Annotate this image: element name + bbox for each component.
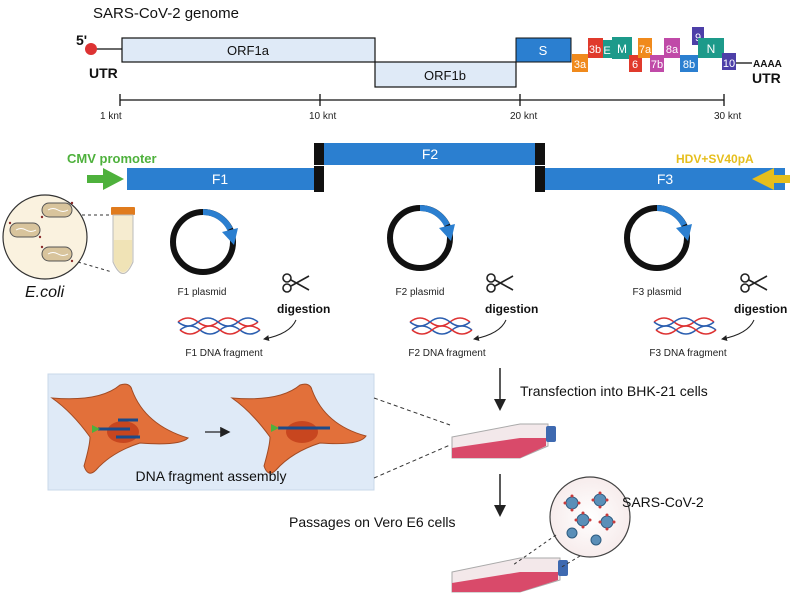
f2-plasmid-icon	[387, 205, 455, 271]
cell-icon-2	[230, 383, 367, 474]
s-label: S	[539, 43, 548, 58]
scale-label-20: 20 knt	[510, 111, 537, 122]
orf1b-box	[374, 61, 517, 88]
s-box	[515, 37, 572, 63]
genome-title: SARS-CoV-2 genome	[93, 5, 239, 22]
assembly-label: DNA fragment assembly	[136, 468, 287, 484]
dna-helix-icon-3	[653, 317, 717, 335]
hdv-label: HDV+SV40pA	[676, 152, 754, 166]
f2-f3-junction-high	[535, 143, 545, 165]
orf7a-label: 7a	[639, 44, 652, 56]
utr-right-label: UTR	[752, 70, 781, 86]
f1-fragment-label: F1 DNA fragment	[185, 348, 262, 359]
f3-bar	[545, 168, 785, 190]
scissors-icon-2	[486, 273, 514, 293]
cmv-arrow	[87, 168, 124, 190]
scale-label-1: 1 knt	[100, 111, 122, 122]
orf7b-box	[650, 55, 664, 72]
utr-left-label: UTR	[89, 65, 118, 81]
f2-label: F2	[422, 146, 439, 162]
transfection-label: Transfection into BHK-21 cells	[520, 383, 708, 399]
f1-bar	[127, 168, 315, 190]
f2-fragment-label: F2 DNA fragment	[408, 348, 485, 359]
ecoli-dash-bottom	[77, 261, 113, 273]
orf8a-box	[664, 38, 680, 58]
m-label: M	[617, 42, 627, 56]
virus-dash-right	[559, 555, 581, 569]
f3-plasmid-label: F3 plasmid	[633, 287, 682, 298]
ecoli-label: E.coli	[25, 284, 65, 301]
orf3a-label: 3a	[574, 59, 587, 71]
bacterium-icon	[8, 201, 74, 263]
orf8b-box	[680, 55, 698, 72]
assembly-dash-bottom	[373, 444, 451, 479]
digestion-label-2: digestion	[485, 302, 538, 316]
five-prime-label: 5'	[76, 32, 87, 48]
virus-bubble	[549, 476, 631, 558]
orf3b-box	[588, 38, 603, 58]
cell-icon-1	[50, 383, 189, 474]
orf7a-box	[638, 38, 652, 58]
orf3b-label: 3b	[589, 44, 601, 56]
orf7b-label: 7b	[651, 59, 663, 71]
orf3a-box	[572, 54, 588, 72]
orf10-box	[722, 53, 736, 70]
digestion-arrow-3	[721, 319, 755, 342]
cmv-label: CMV promoter	[67, 151, 157, 166]
passages-label: Passages on Vero E6 cells	[289, 514, 456, 530]
assembly-dash-top	[373, 397, 451, 426]
dna-helix-icon-1	[177, 317, 261, 335]
orf1a-box	[121, 37, 376, 63]
f3-plasmid-icon	[624, 205, 692, 271]
scissors-icon-1	[282, 273, 310, 293]
cap-dot	[85, 43, 97, 55]
orf1a-label: ORF1a	[227, 43, 270, 58]
f3-fragment-label: F3 DNA fragment	[649, 348, 726, 359]
virus-dash-left	[512, 534, 557, 566]
n-box	[698, 38, 724, 58]
f2-f3-junction-low	[535, 166, 545, 192]
scale-label-10: 10 knt	[309, 111, 336, 122]
orf6-label: 6	[632, 59, 638, 71]
f2-plasmid-label: F2 plasmid	[396, 287, 445, 298]
f2-bar	[324, 143, 535, 165]
n-label: N	[707, 42, 716, 56]
orf8b-label: 8b	[683, 59, 695, 71]
m-box	[612, 37, 632, 59]
culture-flask-icon-2	[451, 557, 568, 593]
orf10-label: 10	[723, 58, 735, 70]
e-box	[603, 40, 612, 58]
f3-label: F3	[657, 171, 674, 187]
virus-spike-icon	[563, 491, 616, 531]
culture-tube-icon	[111, 207, 135, 274]
orf6-box	[629, 55, 642, 72]
polya-label: AAAA	[753, 59, 782, 70]
digestion-label-3: digestion	[734, 302, 787, 316]
virus-label: SARS-CoV-2	[622, 494, 704, 510]
f1-label: F1	[212, 171, 229, 187]
scale-label-30: 30 knt	[714, 111, 741, 122]
orf8a-label: 8a	[666, 44, 679, 56]
digestion-arrow-1	[263, 319, 297, 342]
f1-f2-junction-high	[314, 143, 324, 165]
culture-flask-icon-1	[451, 423, 556, 459]
orf1b-label: ORF1b	[424, 68, 466, 83]
e-label: E	[603, 45, 610, 57]
scissors-icon-3	[740, 273, 768, 293]
digestion-label-1: digestion	[277, 302, 330, 316]
digestion-arrow-2	[473, 319, 507, 342]
f1-plasmid-icon	[170, 209, 238, 275]
f1-f2-junction-low	[314, 166, 324, 192]
hdv-arrow	[752, 168, 790, 190]
f1-plasmid-label: F1 plasmid	[178, 287, 227, 298]
dna-helix-icon-2	[409, 317, 473, 335]
